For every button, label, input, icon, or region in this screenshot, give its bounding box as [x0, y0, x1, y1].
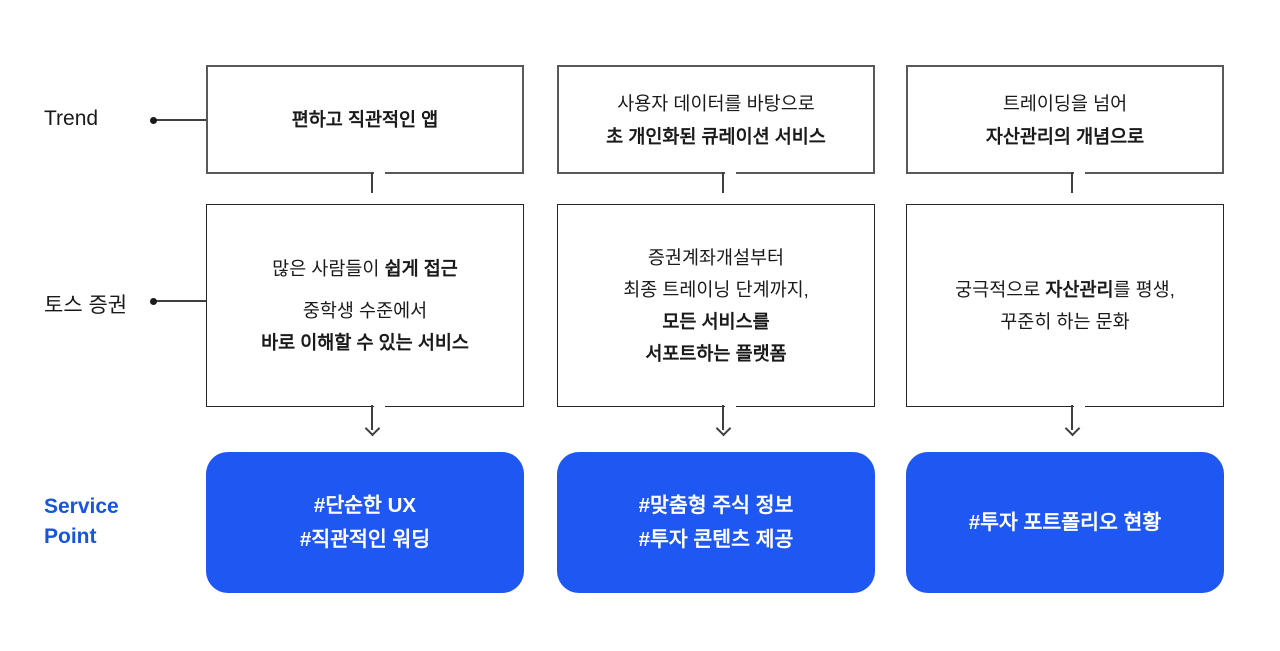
service-point-label-line1: Service [44, 495, 119, 518]
trend-box-1-text: 편하고 직관적인 앱 [291, 109, 439, 130]
toss-to-service-arrow-2 [722, 405, 724, 430]
arrow-down-icon-1 [364, 420, 381, 437]
toss-box-3-line1: 궁극적으로 자산관리를 평생, [955, 278, 1175, 300]
column-3: 트레이딩을 넘어 자산관리의 개념으로 궁극적으로 자산관리를 평생, 꾸준히 … [906, 0, 1224, 651]
trend-row-label: Trend [44, 107, 99, 130]
column-1: 편하고 직관적인 앱 많은 사람들이 쉽게 접근 중학생 수준에서 바로 이해할… [206, 0, 524, 651]
toss-box-1-line2: 중학생 수준에서 [302, 299, 428, 321]
toss-box-2-line4: 서포트하는 플랫폼 [645, 342, 787, 364]
service-point-2-line2: #투자 콘텐츠 제공 [638, 527, 794, 551]
toss-box-2-line3: 모든 서비스를 [662, 310, 770, 332]
toss-box-3: 궁극적으로 자산관리를 평생, 꾸준히 하는 문화 [906, 204, 1224, 407]
service-point-1-line2: #직관적인 워딩 [299, 527, 431, 551]
toss-box-2: 증권계좌개설부터 최종 트레이닝 단계까지, 모든 서비스를 서포트하는 플랫폼 [557, 204, 875, 407]
trend-box-3-line2: 자산관리의 개념으로 [985, 125, 1145, 147]
trend-box-3: 트레이딩을 넘어 자산관리의 개념으로 [906, 65, 1224, 174]
trend-box-3-line1: 트레이딩을 넘어 [1002, 92, 1128, 114]
toss-box-1-line3: 바로 이해할 수 있는 서비스 [261, 331, 469, 353]
trend-box-2: 사용자 데이터를 바탕으로 초 개인화된 큐레이션 서비스 [557, 65, 875, 174]
service-point-3-line1: #투자 포트폴리오 현황 [968, 510, 1162, 534]
trend-lead-line [150, 117, 206, 124]
column-2: 사용자 데이터를 바탕으로 초 개인화된 큐레이션 서비스 증권계좌개설부터 최… [557, 0, 875, 651]
trend-border-notch-1 [374, 171, 385, 176]
toss-row-label: 토스 증권 [44, 294, 128, 317]
trend-box-1: 편하고 직관적인 앱 [206, 65, 524, 174]
trend-to-toss-connector-1 [371, 172, 373, 193]
service-point-box-2: #맞춤형 주식 정보 #투자 콘텐츠 제공 [557, 452, 875, 593]
trend-to-toss-connector-2 [722, 172, 724, 193]
toss-box-1-line1: 많은 사람들이 쉽게 접근 [272, 257, 458, 279]
toss-lead-line [150, 298, 206, 305]
trend-to-toss-connector-3 [1071, 172, 1073, 193]
trend-box-2-line2: 초 개인화된 큐레이션 서비스 [606, 125, 826, 147]
trend-lead-dot [150, 117, 157, 124]
arrow-down-icon-3 [1064, 420, 1081, 437]
service-point-2-line1: #맞춤형 주식 정보 [638, 493, 794, 517]
service-point-1-line1: #단순한 UX [313, 493, 417, 517]
toss-box-3-line2: 꾸준히 하는 문화 [1000, 310, 1130, 332]
trend-border-notch-2 [725, 171, 736, 176]
toss-lead-dot [150, 298, 157, 305]
toss-border-notch-3 [1074, 403, 1085, 408]
toss-box-2-line2: 최종 트레이닝 단계까지, [623, 278, 809, 300]
toss-to-service-arrow-3 [1071, 405, 1073, 430]
trend-border-notch-3 [1074, 171, 1085, 176]
toss-box-2-line1: 증권계좌개설부터 [647, 246, 785, 268]
toss-box-1: 많은 사람들이 쉽게 접근 중학생 수준에서 바로 이해할 수 있는 서비스 [206, 204, 524, 407]
trend-box-2-line1: 사용자 데이터를 바탕으로 [617, 92, 815, 114]
toss-to-service-arrow-1 [371, 405, 373, 430]
toss-border-notch-1 [374, 403, 385, 408]
service-point-box-1: #단순한 UX #직관적인 워딩 [206, 452, 524, 593]
toss-border-notch-2 [725, 403, 736, 408]
service-point-row-label: Service Point [44, 492, 119, 552]
arrow-down-icon-2 [715, 420, 732, 437]
service-point-label-line2: Point [44, 525, 97, 548]
service-point-box-3: #투자 포트폴리오 현황 [906, 452, 1224, 593]
